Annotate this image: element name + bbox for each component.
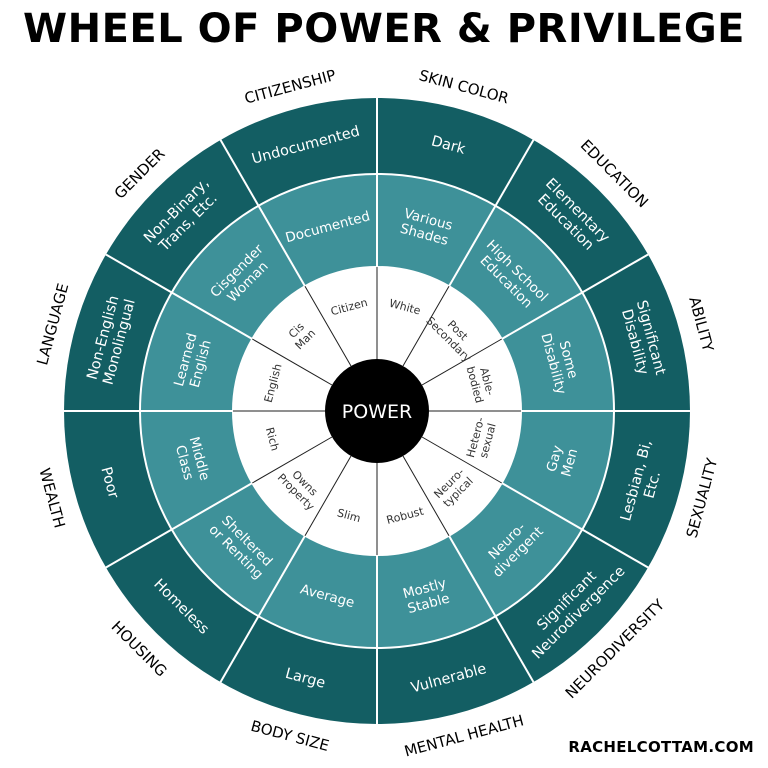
segment-divider [501, 253, 649, 340]
inner-segment-divider [252, 338, 333, 386]
middle-ring-label: GayMen [543, 443, 581, 479]
category-label: SEXUALITY [683, 456, 722, 540]
category-label: SKIN COLOR [417, 66, 511, 107]
inner-segment-divider [421, 436, 502, 484]
inner-ring-label: Slim [336, 506, 362, 525]
segment-divider [501, 482, 649, 569]
segment-divider [219, 535, 306, 683]
inner-segment-divider [252, 436, 333, 484]
segment-divider [448, 535, 535, 683]
category-label: CITIZENSHIP [243, 66, 338, 108]
website-credit: RACHELCOTTAM.COM [568, 738, 754, 756]
outer-ring-label: Poor [97, 465, 121, 500]
power-center-circle [325, 359, 429, 463]
segment-divider [219, 139, 306, 287]
category-label: LANGUAGE [33, 281, 72, 367]
segment-divider [105, 482, 253, 569]
category-label: ABILITY [685, 295, 717, 355]
inner-ring-label: Rich [263, 426, 282, 452]
category-label: BODY SIZE [249, 717, 331, 755]
segment-divider [105, 253, 253, 340]
power-center-label: POWER [342, 401, 412, 423]
wheel-dividers [64, 98, 690, 724]
inner-segment-divider [402, 286, 450, 367]
category-label: WEALTH [35, 466, 68, 530]
inner-segment-divider [304, 455, 352, 536]
page-title: WHEEL OF POWER & PRIVILEGE [22, 6, 746, 52]
inner-segment-divider [421, 338, 502, 386]
segment-divider [448, 139, 535, 287]
inner-segment-divider [304, 286, 352, 367]
inner-segment-divider [402, 455, 450, 536]
